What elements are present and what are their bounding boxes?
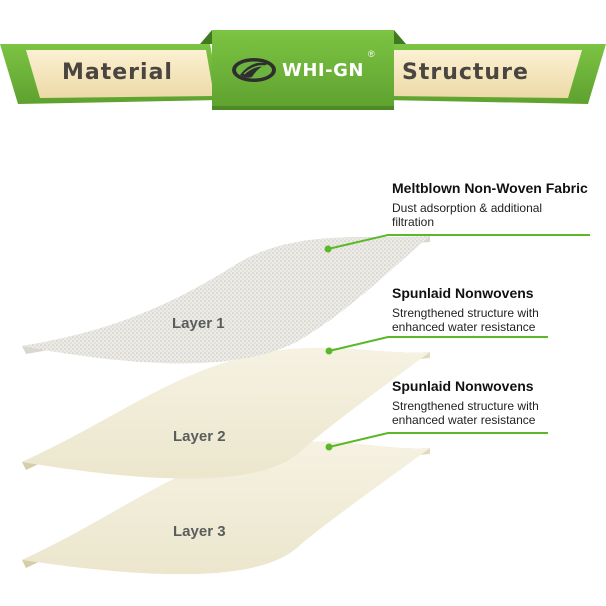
- banner-left-title: Material: [62, 60, 173, 85]
- registered-mark: ®: [368, 49, 375, 59]
- layer-1-sheet: [22, 236, 430, 364]
- callout-description: Strengthened structure with enhanced wat…: [392, 306, 539, 334]
- banner-center-fold-right: [392, 30, 406, 44]
- callout-spunlaid-1: Spunlaid Nonwovens Strengthened structur…: [392, 285, 562, 334]
- callout-line-2: [325, 336, 548, 355]
- callout-title: Meltblown Non-Woven Fabric: [392, 180, 588, 196]
- banner-panel-right: [388, 50, 582, 98]
- layer-2-sheet: [22, 347, 430, 479]
- logo-text: WHI-GN: [282, 59, 364, 81]
- banner-center-shadow: [212, 106, 394, 110]
- callout-spunlaid-2: Spunlaid Nonwovens Strengthened structur…: [392, 378, 562, 427]
- callout-description: Strengthened structure with enhanced wat…: [392, 399, 539, 427]
- logo-leaf-icon: [232, 58, 276, 82]
- header-banner: [0, 30, 606, 110]
- layer-2-label: Layer 2: [173, 428, 226, 445]
- callout-meltblown: Meltblown Non-Woven Fabric Dust adsorpti…: [392, 180, 588, 229]
- banner-center-fold-left: [200, 30, 214, 44]
- callout-title: Spunlaid Nonwovens: [392, 378, 534, 394]
- layer-3-label: Layer 3: [173, 523, 226, 540]
- layer-3-sheet: [22, 441, 430, 575]
- callout-description: Dust adsorption & additional filtration: [392, 201, 543, 229]
- brand-logo: WHI-GN ®: [230, 49, 375, 85]
- callout-line-1: [324, 234, 590, 253]
- callout-line-3: [325, 432, 548, 451]
- callout-title: Spunlaid Nonwovens: [392, 285, 534, 301]
- banner-panel-left: [26, 50, 214, 98]
- layer-1-label: Layer 1: [172, 315, 225, 332]
- banner-right-title: Structure: [402, 60, 529, 85]
